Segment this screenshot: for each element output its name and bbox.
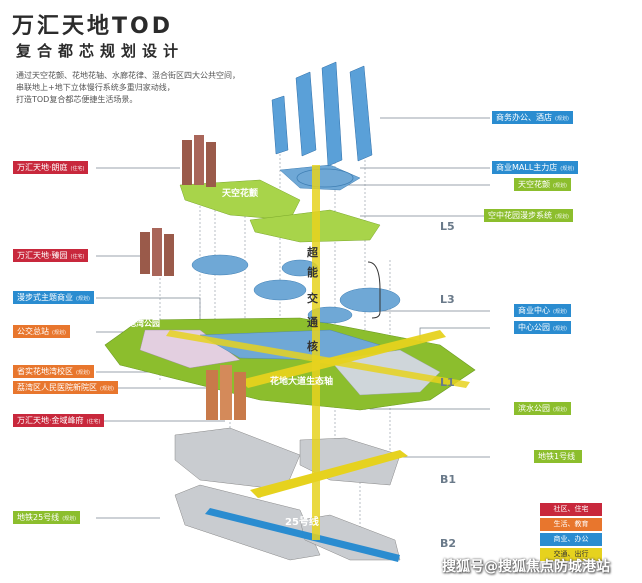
description: 通过天空花颤、花地花轴、水廊花律、混合街区四大公共空间， 串联地上+地下立体慢行… (16, 70, 266, 106)
label-school: 省实花地湾校区(规划) (13, 365, 94, 378)
label-text: 省实花地湾校区 (17, 367, 73, 376)
level-b1: B1 (440, 473, 457, 486)
label-mall: 商业MALL主力店(规划) (492, 161, 579, 174)
label-jinyu: 万汇天地·金域峰府(住宅) (13, 414, 105, 427)
label-waterfront-park: 滨水公园(规划) (514, 402, 571, 415)
label-text: 商务办公、酒店 (496, 113, 552, 122)
core-char: 超 (307, 246, 318, 259)
label-central-park: 中心公园(规划) (514, 321, 571, 334)
axis-text: 花地大道生态轴 (270, 375, 333, 387)
label-text: 漫步式主题商业 (17, 293, 73, 302)
transit-core (312, 165, 320, 540)
layer-l1 (104, 317, 476, 411)
label-note: (规划) (555, 214, 569, 220)
label-note: (规划) (553, 326, 567, 332)
label-note: (规划) (553, 309, 567, 315)
label-metro-1: 地铁1号线 (534, 450, 583, 463)
label-note: (规划) (76, 296, 90, 302)
label-note: (住宅) (86, 419, 101, 425)
layer-l5 (179, 164, 381, 243)
label-text: 商业中心 (518, 306, 550, 315)
sky-bridge-text: 天空花颤 (222, 187, 258, 199)
label-text: 万汇天地·朗庭 (17, 163, 68, 172)
level-b2: B2 (440, 537, 457, 550)
watermark: 搜狐号@搜狐焦点防城港站 (442, 559, 610, 575)
description-line: 串联地上+地下立体慢行系统多重归家动线， (16, 83, 175, 92)
label-office-hotel: 商务办公、酒店(规划) (492, 111, 573, 124)
legend-item: 社区、住宅 (540, 503, 602, 516)
metro-25-text: 25号线 (285, 515, 319, 528)
label-metro-25: 地铁25号线(规划) (13, 511, 81, 524)
label-note: (规划) (100, 386, 114, 392)
label-note: (规划) (553, 407, 567, 413)
layer-b2 (174, 484, 401, 562)
label-note: (规划) (555, 116, 569, 122)
label-text: 空中花园漫步系统 (488, 211, 552, 220)
label-zhenyuan: 万汇天地·臻园(住宅) (13, 249, 89, 262)
label-text: 地铁25号线 (17, 513, 60, 522)
layer-b1 (174, 427, 408, 498)
label-text: 荔湾区人民医院新院区 (17, 383, 97, 392)
page-subtitle: 复合都芯规划设计 (16, 42, 185, 60)
core-char: 核 (307, 340, 318, 353)
label-sky-garden: 天空花颤(规划) (514, 178, 571, 191)
label-hospital: 荔湾区人民医院新院区(规划) (13, 381, 118, 394)
label-text: 地铁1号线 (538, 452, 576, 461)
label-note: (规划) (560, 166, 575, 172)
legend-item: 商业、办公 (540, 533, 602, 546)
description-line: 打造TOD复合都芯便捷生活场景。 (16, 95, 138, 104)
label-text: 中心公园 (518, 323, 550, 332)
label-commercial-center: 商业中心(规划) (514, 304, 571, 317)
core-char: 通 (307, 316, 318, 329)
level-l5: L5 (440, 220, 455, 233)
label-note: (规划) (76, 370, 90, 376)
label-note: (规划) (62, 516, 77, 522)
label-bus-terminal: 公交总站(规划) (13, 325, 70, 338)
label-skywalk: 空中花园漫步系统(规划) (484, 209, 573, 222)
description-line: 通过天空花颤、花地花轴、水廊花律、混合街区四大公共空间， (16, 71, 240, 80)
label-text: 滨水公园 (518, 404, 550, 413)
core-bracket (367, 261, 381, 319)
garden-text: 花地湾公园 (120, 318, 160, 328)
legend: 社区、住宅 生活、教育 商业、办公 交通、出行 (540, 503, 602, 563)
level-l3: L3 (440, 293, 455, 306)
page-title: 万汇天地TOD (12, 14, 173, 39)
core-char: 交 (307, 292, 318, 305)
label-note: (规划) (52, 330, 66, 336)
core-char: 能 (307, 266, 318, 279)
legend-item: 交通、出行 (540, 548, 602, 561)
office-towers (271, 61, 373, 167)
label-theme-commerce: 漫步式主题商业(规划) (13, 291, 94, 304)
legend-item: 生活、教育 (540, 518, 602, 531)
level-l1: L1 (440, 376, 455, 389)
residential-towers (140, 135, 246, 420)
label-text: 万汇天地·臻园 (17, 251, 68, 260)
label-text: 公交总站 (17, 327, 49, 336)
label-langting: 万汇天地·朗庭(住宅) (13, 161, 89, 174)
label-text: 万汇天地·金域峰府 (17, 416, 84, 425)
label-text: 商业MALL主力店 (496, 163, 558, 172)
label-note: (住宅) (70, 166, 85, 172)
label-note: (规划) (553, 183, 567, 189)
label-note: (住宅) (70, 254, 85, 260)
layer-l3 (191, 254, 401, 324)
label-text: 天空花颤 (518, 180, 550, 189)
